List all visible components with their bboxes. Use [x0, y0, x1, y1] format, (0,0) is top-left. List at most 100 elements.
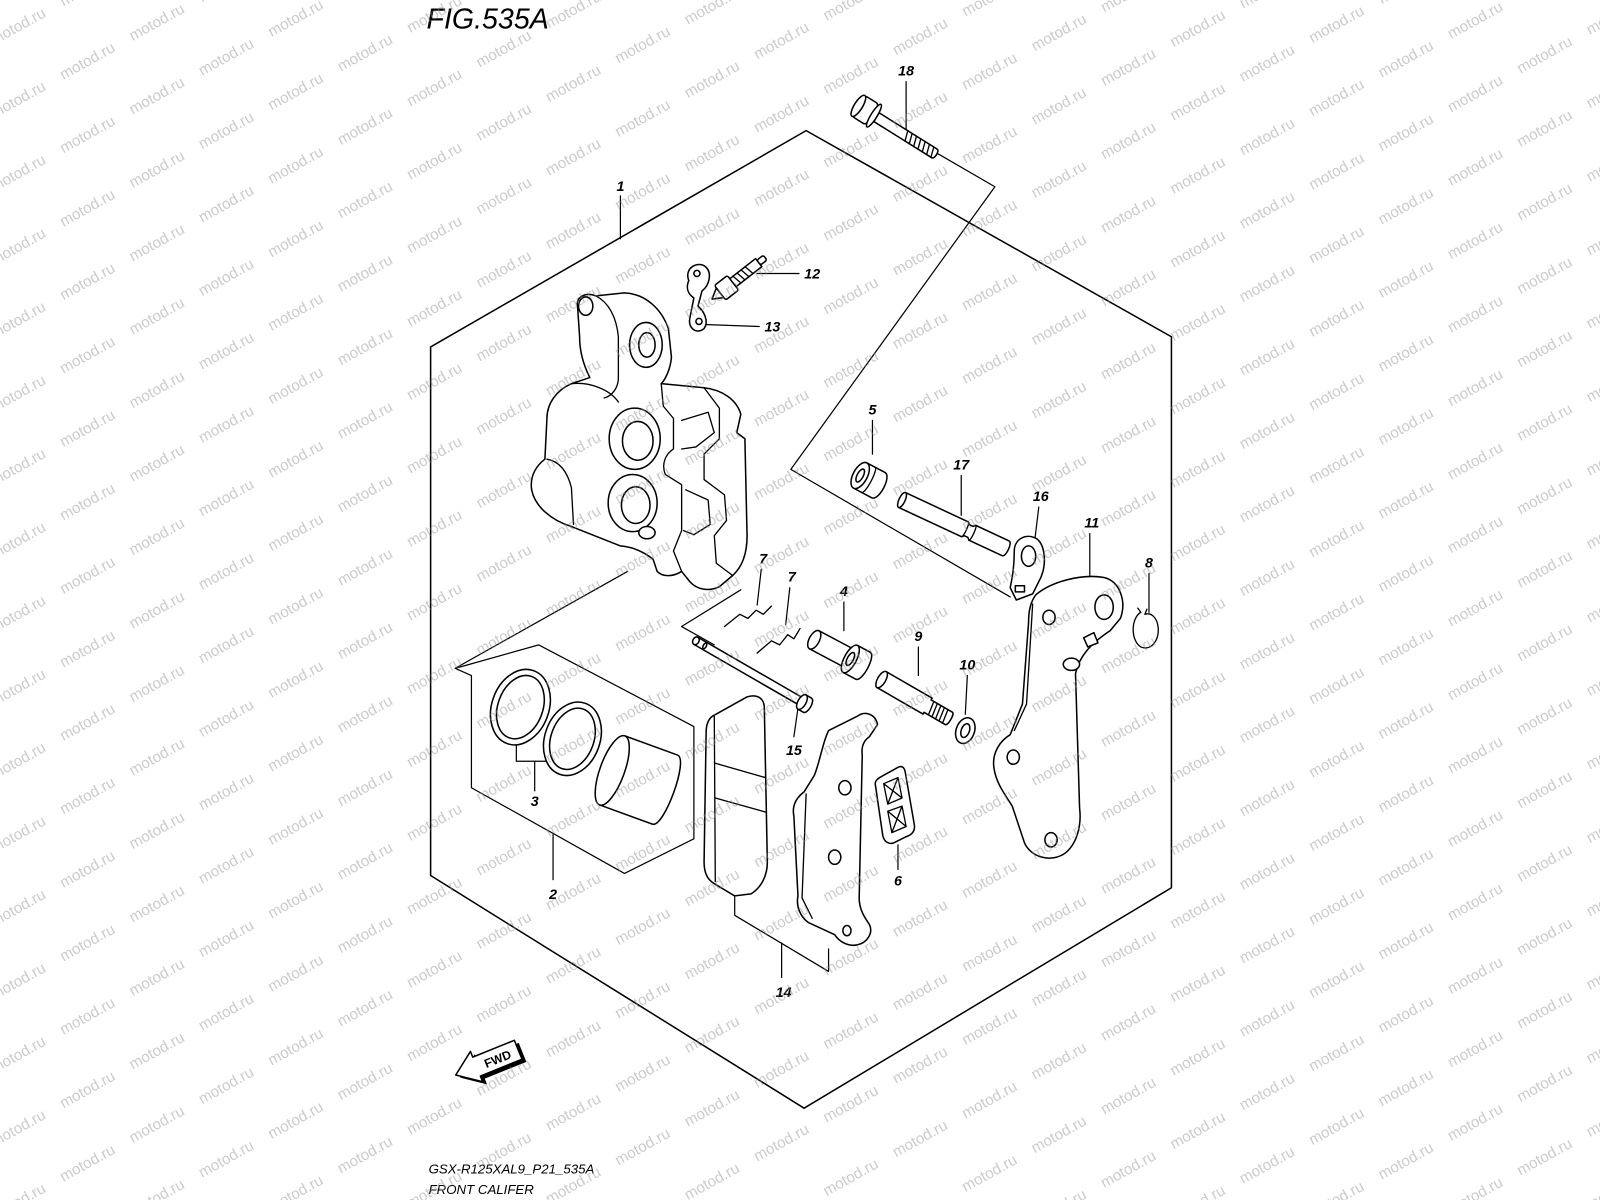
watermark-text: motod.ru: [335, 252, 396, 296]
watermark-text: motod.ru: [543, 650, 604, 694]
watermark-text: motod.ru: [612, 905, 673, 949]
figure-title: FIG.535A: [427, 4, 549, 36]
shim-6: [874, 765, 916, 845]
watermark-text: motod.ru: [57, 480, 118, 524]
watermark-text: motod.ru: [196, 696, 257, 740]
watermark-text: motod.ru: [959, 270, 1020, 314]
watermark-text: motod.ru: [196, 623, 257, 667]
watermark-text: motod.ru: [196, 917, 257, 961]
watermark-text: motod.ru: [57, 921, 118, 965]
leader-lines: [454, 81, 1150, 979]
watermark-text: motod.ru: [196, 990, 257, 1034]
piston: [594, 734, 682, 825]
watermark-text: motod.ru: [1584, 1096, 1600, 1140]
watermark-text: motod.ru: [959, 417, 1020, 461]
watermark-text: motod.ru: [126, 1176, 187, 1200]
watermark-text: motod.ru: [335, 839, 396, 883]
callout-7a: 7: [759, 551, 768, 567]
watermark-text: motod.ru: [404, 139, 465, 183]
watermark-text: motod.ru: [126, 74, 187, 118]
watermark-text: motod.ru: [1375, 0, 1436, 8]
watermark-text: motod.ru: [57, 994, 118, 1038]
watermark-text: motod.ru: [404, 1021, 465, 1065]
watermark-text: motod.ru: [1514, 1062, 1575, 1106]
bolt-18: [850, 94, 939, 159]
watermark-text: motod.ru: [265, 1172, 326, 1200]
watermark-text: motod.ru: [1237, 409, 1298, 453]
callout-9: 9: [914, 629, 922, 645]
watermark-text: motod.ru: [1098, 192, 1159, 236]
watermark-text: motod.ru: [1237, 996, 1298, 1040]
watermark-text: motod.ru: [1584, 876, 1600, 920]
watermark-text: motod.ru: [0, 1180, 49, 1200]
watermark-text: motod.ru: [751, 313, 812, 357]
watermark-text: motod.ru: [1514, 1135, 1575, 1179]
callout-labels: 18 1 12 13 5 17 16 11 8 7 7 4 9 10 15 3 …: [531, 64, 1153, 1001]
watermark-text: motod.ru: [335, 545, 396, 589]
watermark-text: motod.ru: [1306, 223, 1367, 267]
watermark-text: motod.ru: [57, 847, 118, 891]
hanger-pin-hole: [701, 642, 708, 650]
watermark-text: motod.ru: [1375, 1066, 1436, 1110]
watermark-text: motod.ru: [404, 580, 465, 624]
watermark-text: motod.ru: [126, 956, 187, 1000]
watermark-text: motod.ru: [1167, 227, 1228, 271]
bracket-hole-left: [1006, 749, 1021, 766]
sleeve-4: [806, 629, 873, 680]
bolt-head-face: [850, 94, 867, 118]
callout-1: 1: [616, 179, 624, 195]
pin-bolt-end: [875, 670, 889, 689]
watermark-text: motod.ru: [1029, 84, 1090, 128]
watermark-text: motod.ru: [890, 15, 951, 59]
watermark-text: motod.ru: [1098, 927, 1159, 971]
watermark-text: motod.ru: [1098, 780, 1159, 824]
watermark-text: motod.ru: [0, 372, 49, 416]
watermark-text: motod.ru: [1445, 733, 1506, 777]
watermark-text: motod.ru: [1375, 919, 1436, 963]
watermark-text: motod.ru: [1237, 629, 1298, 673]
watermark-text: motod.ru: [1584, 0, 1600, 39]
watermark-text: motod.ru: [57, 701, 118, 745]
watermark-text: motod.ru: [890, 970, 951, 1014]
watermark-text: motod.ru: [1514, 0, 1575, 4]
watermark-text: motod.ru: [57, 186, 118, 230]
bracket-thickness-edge: [1013, 603, 1034, 732]
callout-8: 8: [1145, 555, 1153, 571]
watermark-text: motod.ru: [820, 1082, 881, 1126]
watermark-text: motod.ru: [1167, 7, 1228, 51]
watermark-text: motod.ru: [959, 931, 1020, 975]
watermark-text: motod.ru: [890, 456, 951, 500]
watermark-text: motod.ru: [820, 347, 881, 391]
forward-arrow-shape: [454, 1039, 523, 1083]
pad-backing-hole-upper: [838, 779, 852, 796]
watermark-text: motod.ru: [335, 986, 396, 1030]
watermark-text: motod.ru: [473, 909, 534, 953]
caliper-body-1: [530, 292, 748, 591]
hanger-pin-15: [691, 636, 814, 714]
watermark-text: motod.ru: [1237, 335, 1298, 379]
watermark-text: motod.ru: [57, 774, 118, 818]
group-line-pin-set: [790, 152, 1011, 598]
pin-bolt-9: [875, 670, 954, 726]
watermark-text: motod.ru: [335, 1060, 396, 1104]
watermark-text: motod.ru: [543, 943, 604, 987]
callout-5: 5: [868, 402, 877, 418]
watermark-text: motod.ru: [0, 666, 49, 710]
watermark-text: motod.ru: [126, 882, 187, 926]
watermark-text: motod.ru: [1167, 741, 1228, 785]
watermark-text: motod.ru: [1375, 258, 1436, 302]
watermark-text: motod.ru: [1375, 111, 1436, 155]
caliper-knob: [577, 296, 594, 317]
watermark-text: motod.ru: [57, 554, 118, 598]
watermark-text: motod.ru: [1306, 590, 1367, 634]
group-box-2: [454, 644, 695, 875]
watermark-text: motod.ru: [543, 1017, 604, 1061]
watermark-text: motod.ru: [1514, 254, 1575, 298]
watermark-text: motod.ru: [265, 70, 326, 114]
callout-2: 2: [548, 887, 557, 903]
watermark-text: motod.ru: [473, 101, 534, 145]
spring-7b: [756, 627, 801, 654]
watermark-text: motod.ru: [612, 611, 673, 655]
watermark-text: motod.ru: [1237, 188, 1298, 232]
watermark-text: motod.ru: [1445, 439, 1506, 483]
